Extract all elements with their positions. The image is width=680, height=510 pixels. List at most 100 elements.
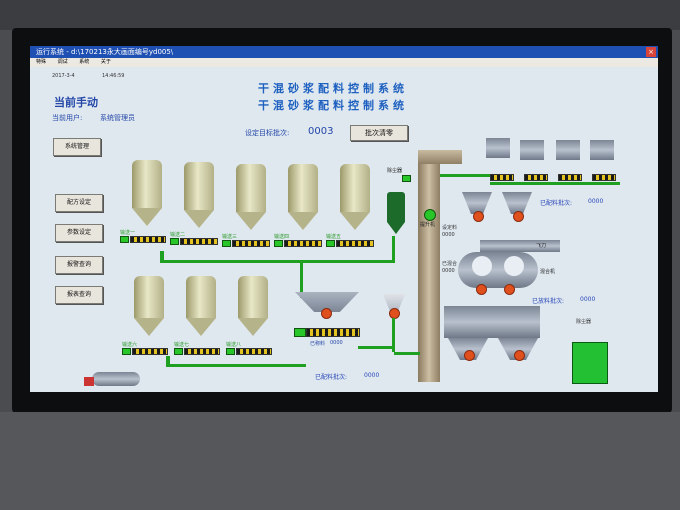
pipe: [166, 364, 306, 367]
system-title-secondary: 干混砂浆配料控制系统: [258, 99, 408, 112]
alarm-query-button[interactable]: 报警查询: [55, 256, 103, 274]
produced-value: 0000: [580, 296, 596, 303]
mixer-discharge-valve-2[interactable]: [504, 284, 515, 295]
product-bin-cone-1: [448, 338, 488, 360]
hmi-screen: 运行系统 - d:\170213永大画面编号yd005\ × 特殊 调试 系统 …: [30, 46, 658, 392]
silo-7: [186, 276, 216, 336]
additive-conveyor-2[interactable]: [524, 174, 548, 181]
date-readout: 2017-3-4: [52, 73, 75, 79]
wall-background-bottom: [0, 412, 680, 510]
dust-motor-indicator: [402, 175, 411, 182]
pipe: [394, 352, 420, 355]
dust-collector-cone: [387, 222, 405, 234]
menu-item-system[interactable]: 系统: [79, 59, 90, 65]
conveyor-2-label: 输送二: [170, 232, 186, 238]
powder-scale-valve[interactable]: [473, 211, 484, 222]
motor-indicator-6: [122, 348, 131, 355]
pipe: [490, 182, 620, 185]
additive-scale-valve[interactable]: [513, 211, 524, 222]
mixer-blade-icon: [472, 256, 492, 276]
time-readout: 14:46:59: [102, 73, 125, 79]
additive-silo-1: [486, 138, 510, 158]
pipe: [166, 356, 170, 366]
menu-bar: 特殊 调试 系统 关于: [30, 58, 658, 67]
target-batch-label: 设定目标批次:: [245, 129, 290, 137]
finished-product-bin: [444, 306, 540, 338]
conveyor-1-label: 输送一: [120, 230, 136, 236]
done-batches-value: 0000: [364, 372, 380, 379]
report-query-button[interactable]: 报表查询: [55, 286, 103, 304]
silo-3: [236, 164, 266, 230]
conveyor-5[interactable]: [336, 240, 374, 247]
menu-item-special[interactable]: 特殊: [36, 59, 47, 65]
silo-5: [340, 164, 370, 230]
additive-scale-hopper: [502, 192, 532, 214]
bucket-elevator: [418, 150, 440, 382]
mixer-body: [458, 252, 538, 288]
packer-valve-2[interactable]: [514, 350, 525, 361]
set-value: 0000: [442, 232, 455, 238]
hopper-valve-indicator[interactable]: [321, 308, 332, 319]
window-titlebar: 运行系统 - d:\170213永大画面编号yd005\ ×: [30, 46, 658, 58]
system-management-button[interactable]: 系统管理: [53, 138, 101, 156]
additive-silo-3: [556, 140, 580, 160]
user-name: 系统管理员: [100, 114, 135, 122]
mixer-discharge-valve-1[interactable]: [476, 284, 487, 295]
produced-label: 已放料批次:: [532, 298, 565, 305]
truck-cab-icon: [84, 377, 94, 386]
conveyor-6-label: 输送六: [122, 342, 138, 348]
conveyor-7[interactable]: [184, 348, 220, 355]
additive-silo-2: [520, 140, 544, 160]
fly-knife-label: 飞刀: [536, 243, 547, 249]
conveyor-8[interactable]: [236, 348, 272, 355]
conveyor-8-label: 输送八: [226, 342, 242, 348]
clear-batch-button[interactable]: 批次清零: [350, 125, 408, 141]
menu-item-about[interactable]: 关于: [100, 59, 111, 65]
screw-motor-indicator: [294, 328, 306, 337]
silo-6: [134, 276, 164, 336]
user-label: 当前用户:: [52, 114, 83, 122]
system-title: 干混砂浆配料控制系统: [258, 82, 408, 95]
parameter-setting-button[interactable]: 参数设定: [55, 224, 103, 242]
silo-4: [288, 164, 318, 230]
additive-conveyor-3[interactable]: [558, 174, 582, 181]
motor-indicator-4: [274, 240, 283, 247]
conveyor-3[interactable]: [232, 240, 270, 247]
conveyor-4[interactable]: [284, 240, 322, 247]
motor-indicator-7: [174, 348, 183, 355]
recipe-setting-button[interactable]: 配方设定: [55, 194, 103, 212]
conveyor-4-label: 输送四: [274, 234, 290, 240]
pipe: [300, 263, 303, 298]
motor-indicator-1: [120, 236, 129, 243]
mixer-label: 混合机: [540, 269, 556, 275]
conveyor-6[interactable]: [132, 348, 168, 355]
dust-collector: [387, 192, 405, 222]
motor-indicator-5: [326, 240, 335, 247]
pipe: [440, 174, 492, 177]
motor-indicator-3: [222, 240, 231, 247]
conveyor-3-label: 输送三: [222, 234, 238, 240]
mix-label: 已混合: [442, 261, 458, 267]
mixer-inlet: [480, 240, 560, 252]
conveyor-2[interactable]: [180, 238, 218, 245]
weight-value: 0000: [330, 340, 343, 346]
motor-indicator-2: [170, 238, 179, 245]
packer-valve-1[interactable]: [464, 350, 475, 361]
product-bin-cone-2: [498, 338, 538, 360]
bulk-truck-icon: [92, 372, 140, 386]
screw-conveyor[interactable]: [306, 328, 360, 337]
close-button[interactable]: ×: [646, 47, 656, 57]
silo-8: [238, 276, 268, 336]
set-label: 设定料: [442, 225, 458, 231]
pipe: [358, 346, 394, 349]
additive-conveyor-4[interactable]: [592, 174, 616, 181]
elevator-motor-indicator: [424, 209, 436, 221]
menu-item-debug[interactable]: 调试: [57, 59, 68, 65]
conveyor-1[interactable]: [130, 236, 166, 243]
weighing-hopper: [295, 292, 359, 312]
silo-1: [132, 160, 162, 226]
pipe: [392, 318, 395, 352]
additive-conveyor-1[interactable]: [490, 174, 514, 181]
silo-2: [184, 162, 214, 228]
batched-value: 0000: [588, 198, 604, 205]
